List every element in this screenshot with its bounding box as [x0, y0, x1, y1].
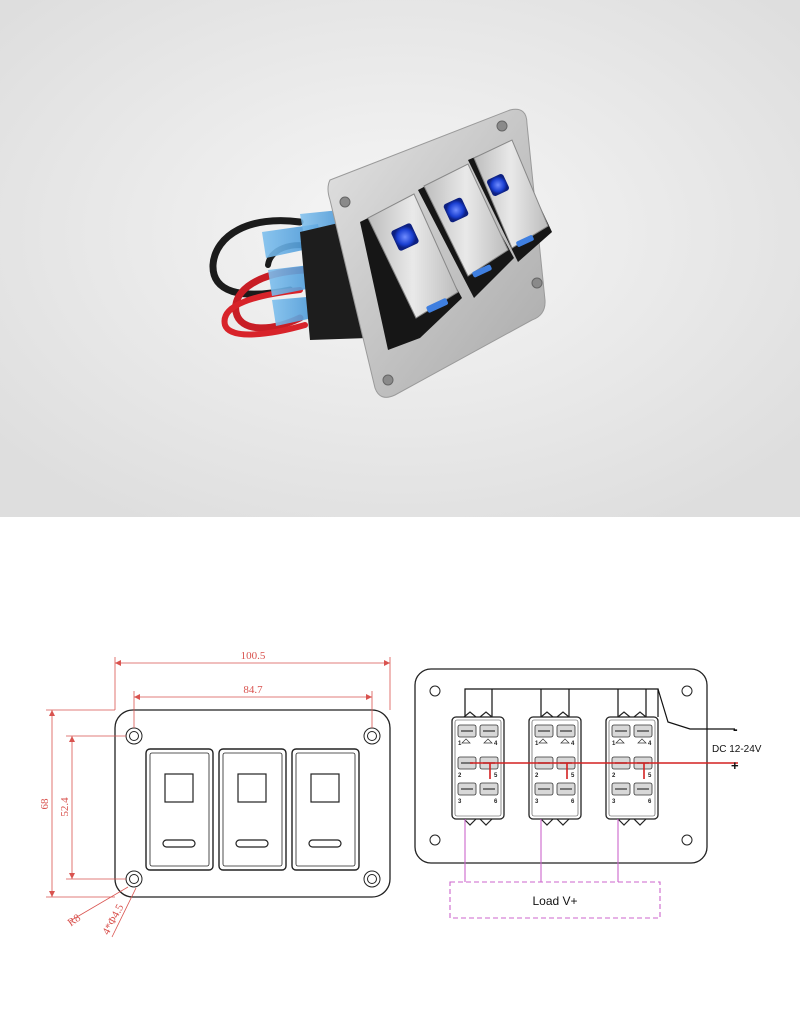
rocker-switch-3 [468, 139, 552, 262]
pin-label: 5 [648, 773, 652, 779]
pin-label: 6 [648, 799, 652, 805]
pin-label: 1 [535, 741, 539, 747]
positive-label: + [731, 758, 739, 773]
switch-modules: 1 4 2 5 3 6 1 4 2 5 3 6 1 4 2 5 3 6 [451, 711, 659, 826]
pin-label: 2 [612, 773, 616, 779]
led-window [443, 197, 469, 223]
switch-module-1: 1 4 2 5 3 6 [451, 711, 505, 826]
load-box [449, 881, 661, 919]
led-bar [426, 298, 449, 313]
panel-outline [114, 709, 391, 898]
rocker-switch-icon [218, 748, 287, 871]
pin-label: 4 [494, 741, 498, 747]
pin-label: 5 [494, 773, 498, 779]
led-window [487, 174, 509, 196]
rocker-switch-icon [145, 748, 214, 871]
rocker-switch-1 [360, 193, 462, 350]
dim-overall-height: 68 [39, 798, 51, 810]
pin-label: 4 [648, 741, 652, 747]
positive-wire [470, 762, 738, 779]
wiring-diagram: 1 4 2 5 3 6 1 4 2 5 3 6 1 4 2 5 3 6 - DC 12-24V + Load V+ [414, 668, 762, 919]
mount-hole-icon [339, 120, 543, 386]
mount-hole-icon [429, 685, 693, 846]
pin-label: 5 [571, 773, 575, 779]
pin-label: 2 [458, 773, 462, 779]
pin-label: 3 [612, 799, 616, 805]
dimension-lines [46, 657, 391, 938]
mount-hole-icon [125, 727, 381, 888]
pin-label: 2 [535, 773, 539, 779]
negative-wire [464, 688, 735, 730]
load-label: Load V+ [532, 894, 577, 908]
dim-hole-height: 52.4 [59, 797, 71, 817]
pin-label: 6 [494, 799, 498, 805]
switch-module-2: 1 4 2 5 3 6 [528, 711, 582, 826]
led-bar [472, 264, 492, 278]
negative-label: - [733, 721, 738, 737]
switch-module-3: 1 4 2 5 3 6 [605, 711, 659, 826]
rocker-switch-2 [418, 163, 514, 298]
pin-label: 1 [612, 741, 616, 747]
dim-mount-holes: 4*Φ4.5 [100, 902, 126, 937]
load-wires [449, 819, 661, 919]
dimension-drawing: 100.5 84.7 68 52.4 R8 4*Φ4.5 [39, 650, 391, 938]
dim-overall-width: 100.5 [241, 650, 266, 662]
dim-hole-width: 84.7 [243, 684, 263, 696]
led-bar [516, 235, 534, 247]
pin-label: 3 [535, 799, 539, 805]
product-photo [0, 0, 800, 517]
led-window [391, 223, 419, 251]
pin-label: 6 [571, 799, 575, 805]
pin-label: 3 [458, 799, 462, 805]
dimension-arrows [49, 660, 390, 897]
pin-label: 1 [458, 741, 462, 747]
technical-drawings: 100.5 84.7 68 52.4 R8 4*Φ4.5 1 4 2 5 3 6 1 4 2 5 3… [39, 650, 762, 938]
panel-outline [414, 668, 708, 864]
pin-label: 4 [571, 741, 575, 747]
rocker-switch-icon [291, 748, 360, 871]
supply-label: DC 12-24V [712, 744, 762, 755]
